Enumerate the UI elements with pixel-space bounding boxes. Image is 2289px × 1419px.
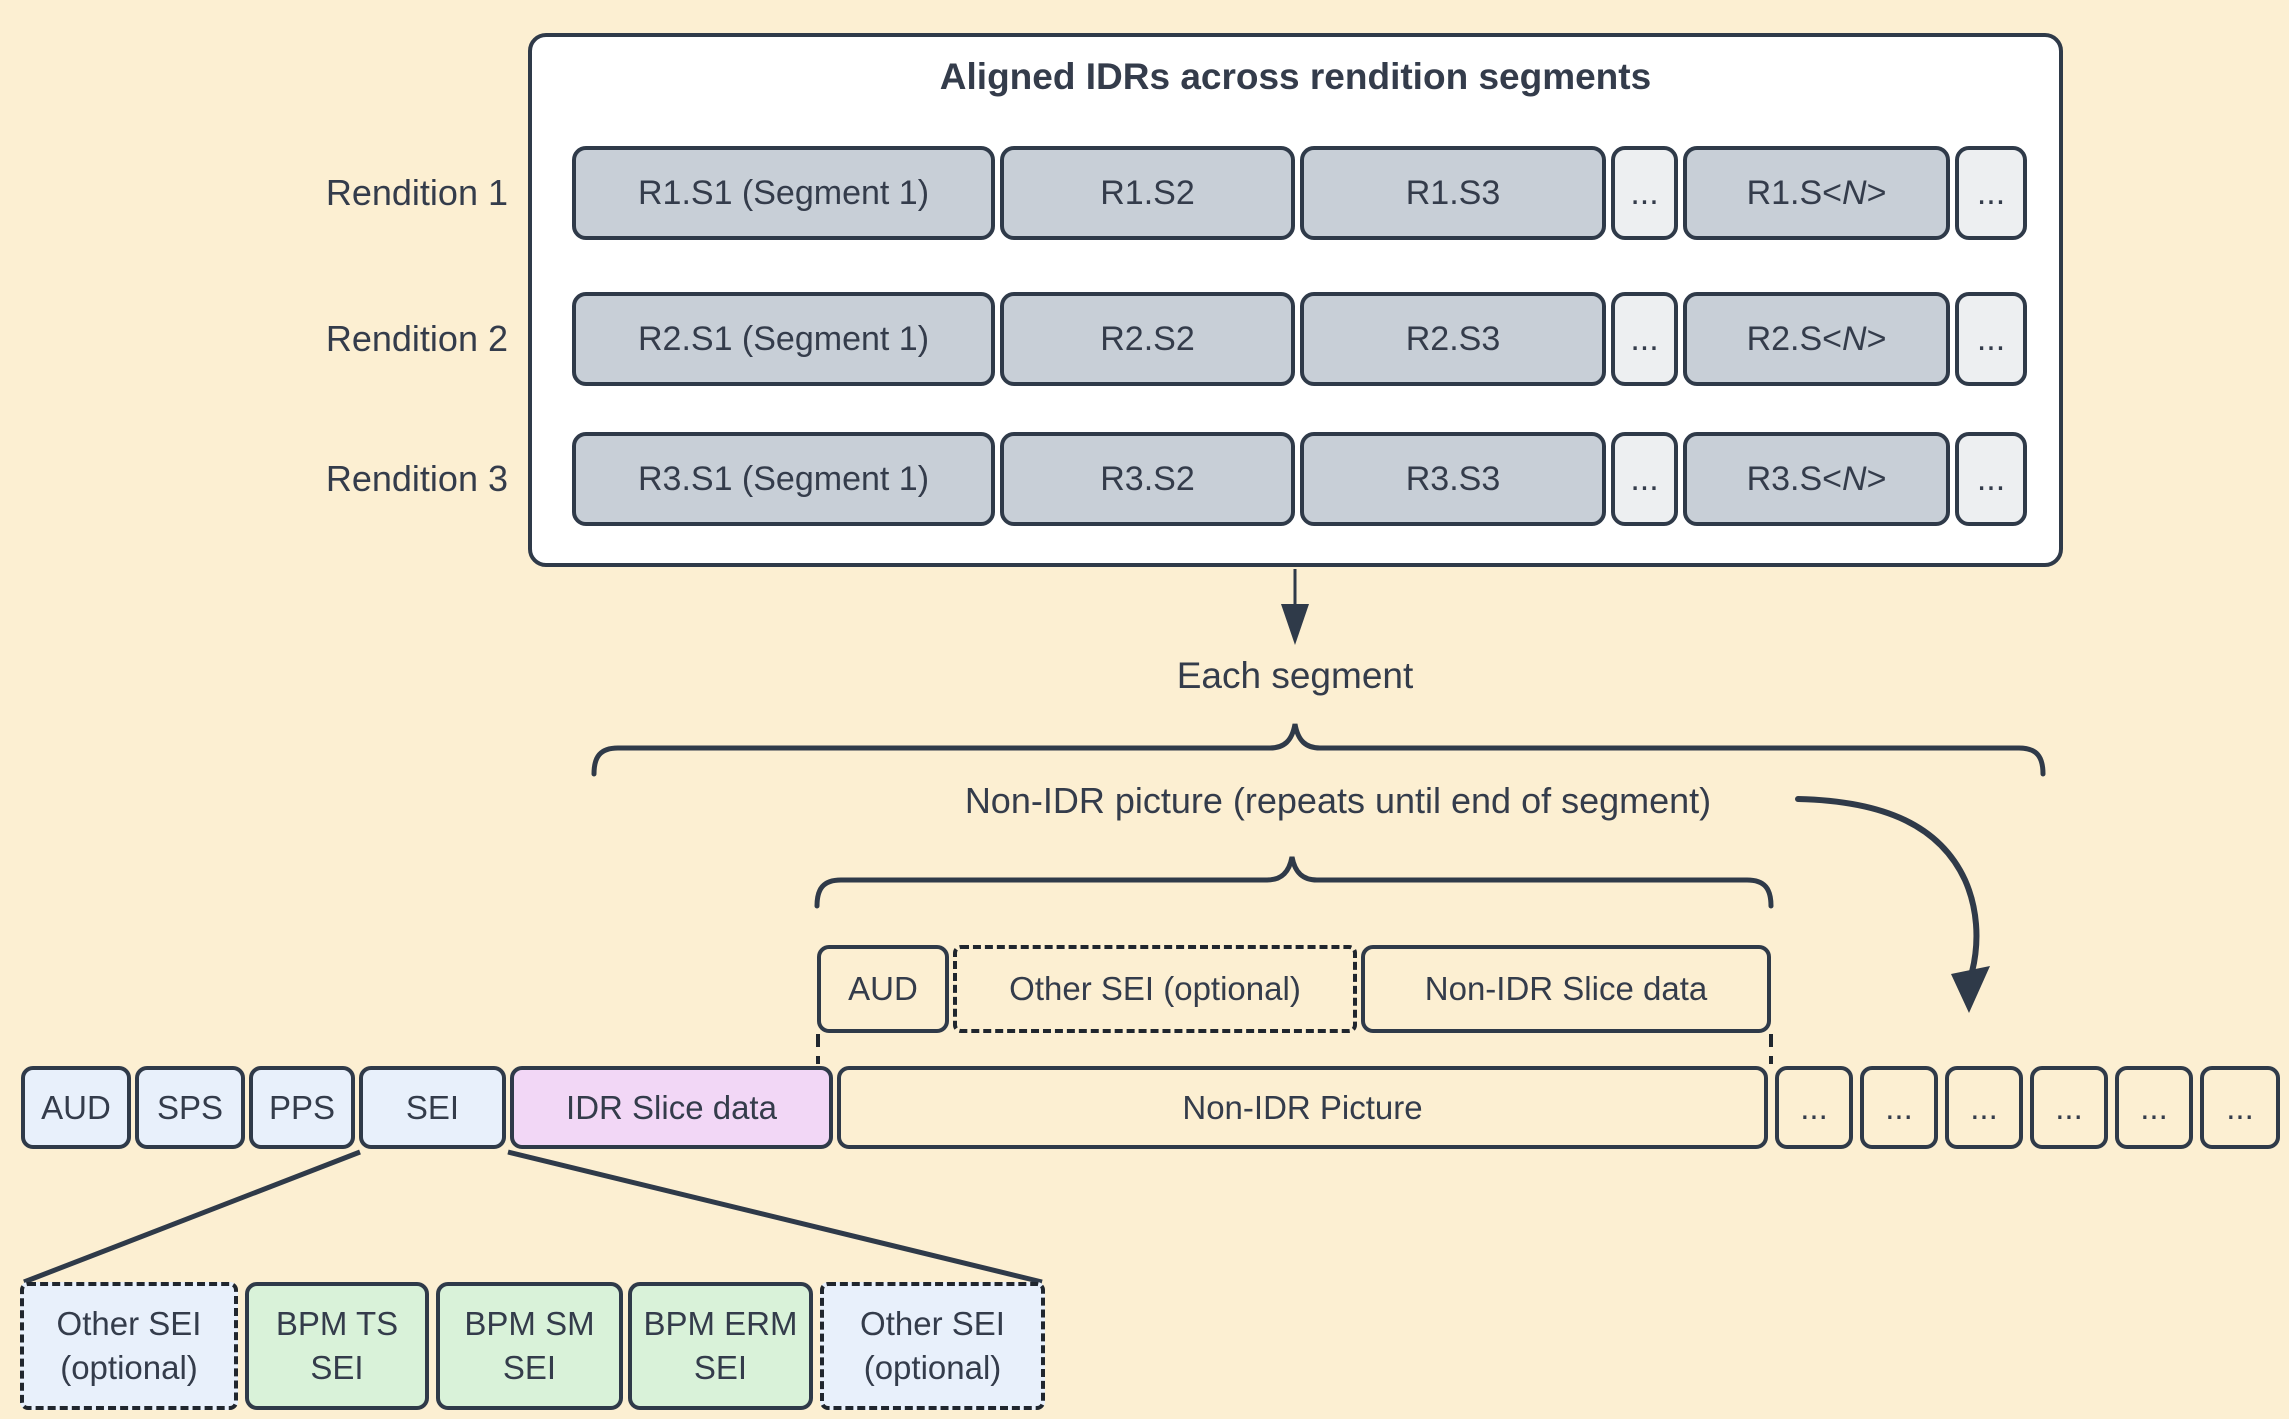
aud-nal-box: AUD — [21, 1066, 131, 1149]
sps-nal-box: SPS — [135, 1066, 245, 1149]
segment-box: R1.S2 — [1000, 146, 1295, 240]
ellipsis-box: ... — [2115, 1066, 2193, 1149]
repeat-arrow-curve — [1795, 796, 1980, 975]
each-segment-label: Each segment — [1176, 655, 1414, 696]
non-idr-picture-box: Non-IDR Picture — [837, 1066, 1768, 1149]
idr-slice-data-box: IDR Slice data — [510, 1066, 833, 1149]
segment-box: R3.S1 (Segment 1) — [572, 432, 995, 526]
each-segment-brace — [591, 723, 2046, 777]
segment-box: R2.S1 (Segment 1) — [572, 292, 995, 386]
ellipsis-box: ... — [1860, 1066, 1938, 1149]
segment-ellipsis-box: ... — [1611, 432, 1678, 526]
rendition-3-label: Rendition 3 — [325, 458, 508, 499]
ellipsis-box: ... — [2200, 1066, 2280, 1149]
repeat-arrow-head — [1951, 966, 1990, 1013]
aud-nal-box: AUD — [817, 945, 949, 1033]
pps-nal-box: PPS — [249, 1066, 355, 1149]
down-arrow-head — [1281, 604, 1309, 645]
sei-expansion-line-left — [23, 1149, 361, 1285]
segment-ellipsis-box: ... — [1611, 146, 1678, 240]
sei-expansion-line-right — [507, 1149, 1043, 1285]
ellipsis-box: ... — [2030, 1066, 2108, 1149]
segment-box: R3.S2 — [1000, 432, 1295, 526]
ellipsis-box: ... — [1945, 1066, 2023, 1149]
segment-box: R1.S1 (Segment 1) — [572, 146, 995, 240]
non-idr-slice-data-box: Non-IDR Slice data — [1361, 945, 1771, 1033]
segment-box: R2.S2 — [1000, 292, 1295, 386]
bpm-ts-sei-box: BPM TS SEI — [245, 1282, 429, 1410]
bpm-sm-sei-box: BPM SM SEI — [436, 1282, 623, 1410]
bpm-erm-sei-box: BPM ERM SEI — [628, 1282, 813, 1410]
segment-box: R1.S<N> — [1683, 146, 1950, 240]
other-sei-optional-box: Other SEI (optional) — [20, 1282, 238, 1410]
segment-ellipsis-box: ... — [1955, 146, 2027, 240]
rendition-2-label: Rendition 2 — [325, 318, 508, 359]
rendition-1-label: Rendition 1 — [325, 172, 508, 213]
segment-ellipsis-box: ... — [1611, 292, 1678, 386]
segment-box: R2.S<N> — [1683, 292, 1950, 386]
panel-title: Aligned IDRs across rendition segments — [939, 56, 1652, 97]
other-sei-optional-box: Other SEI (optional) — [953, 945, 1357, 1033]
segment-box: R3.S<N> — [1683, 432, 1950, 526]
non-idr-brace — [814, 856, 1774, 909]
other-sei-optional-box: Other SEI (optional) — [820, 1282, 1045, 1410]
segment-box: R3.S3 — [1300, 432, 1606, 526]
segment-ellipsis-box: ... — [1955, 292, 2027, 386]
segment-box: R1.S3 — [1300, 146, 1606, 240]
segment-box: R2.S3 — [1300, 292, 1606, 386]
segment-ellipsis-box: ... — [1955, 432, 2027, 526]
sei-nal-box: SEI — [359, 1066, 506, 1149]
ellipsis-box: ... — [1775, 1066, 1853, 1149]
non-idr-repeats-label: Non-IDR picture (repeats until end of se… — [964, 780, 1712, 821]
